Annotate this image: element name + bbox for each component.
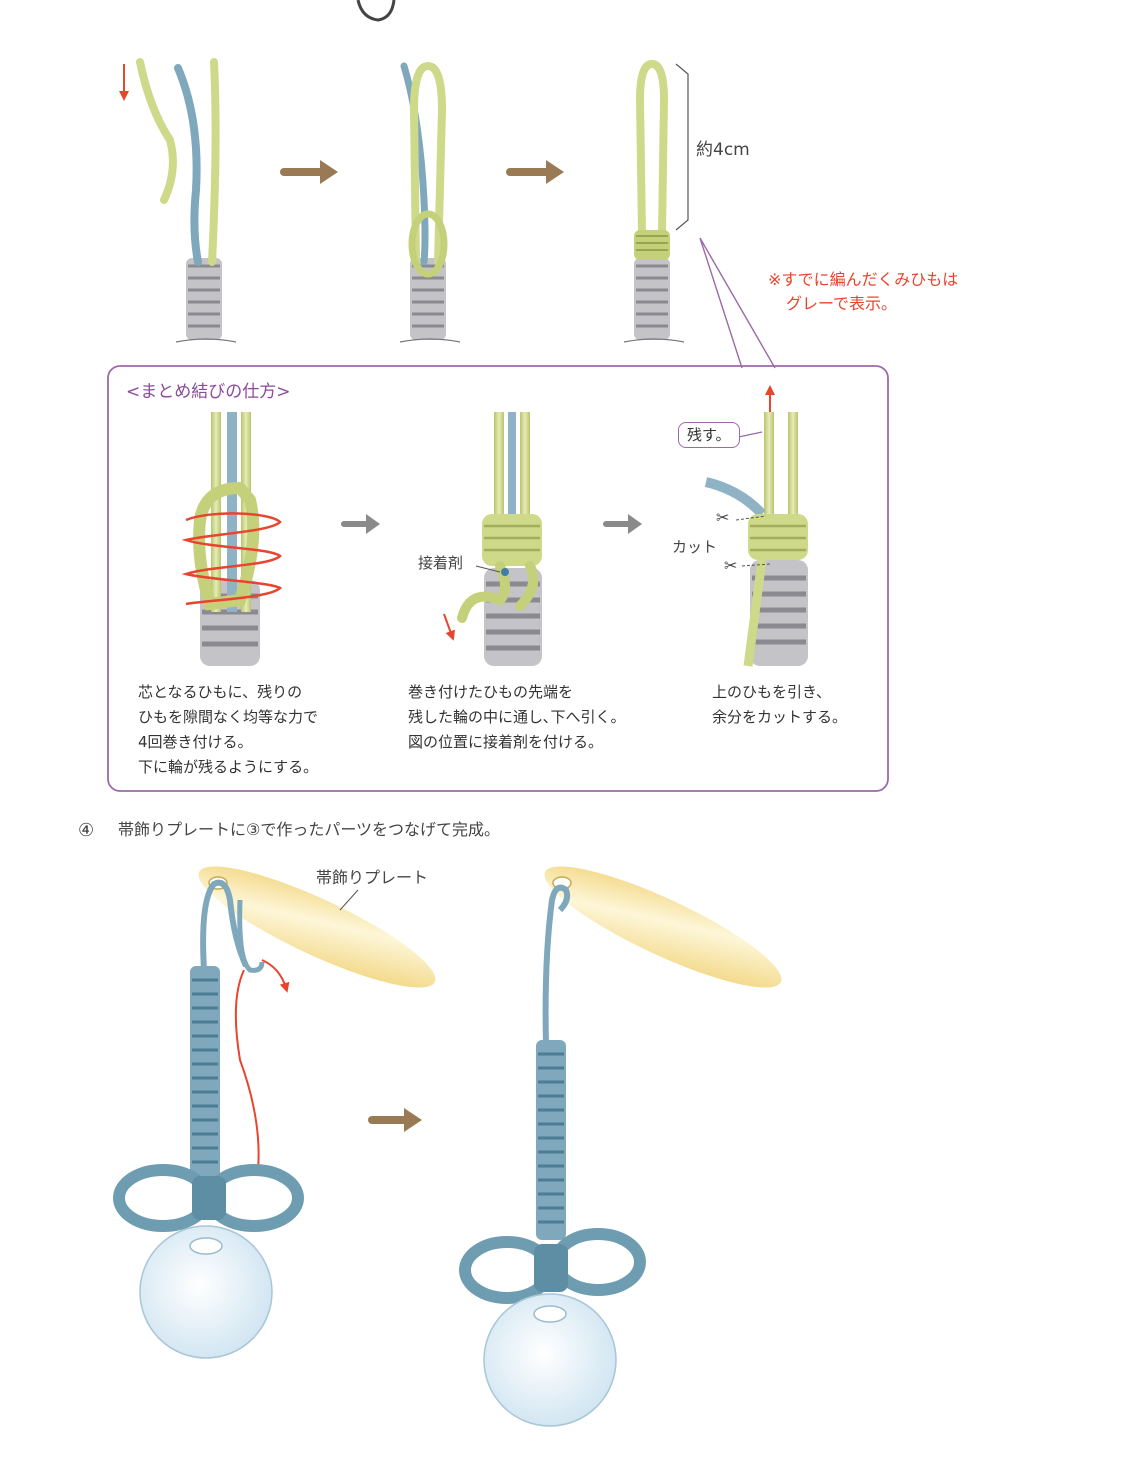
step4-before [119,847,447,1358]
inset-caption-b: 巻き付けたひもの先端を 残した輪の中に通し､下へ引く。 図の位置に接着剤を付ける… [408,680,626,755]
cord-green-1a [212,62,216,262]
caption-a-line-4: 下に輪が残るようにする。 [138,755,318,780]
glue-label: 接着剤 [418,556,463,571]
cord-blue-1 [178,68,198,262]
glue-dot [501,568,509,576]
length-bracket [676,64,688,230]
caption-b-line-2: 残した輪の中に通し､下へ引く。 [408,705,626,730]
plate-label: 帯飾りプレート [316,870,428,886]
arrow-gray-1 [344,514,380,534]
step4-instruction: 帯飾りプレートに③で作ったパーツをつなげて完成。 [118,822,500,838]
inset-caption-a: 芯となるひもに、残りの ひもを隙間なく均等な力で 4回巻き付ける。 下に輪が残る… [138,680,318,780]
caption-b-line-3: 図の位置に接着剤を付ける。 [408,730,626,755]
top-clasp-fragment [358,0,394,20]
inset-step-b [444,412,542,666]
cut-label: カット [672,540,717,555]
step4-after [465,847,793,1426]
caption-a-line-1: 芯となるひもに、残りの [138,680,318,705]
arrow-brown-1 [284,160,338,184]
caption-a-line-2: ひもを隙間なく均等な力で [138,705,318,730]
red-arrow-pull-down [444,614,452,636]
top-step-3 [624,64,775,368]
caption-a-line-3: 4回巻き付ける。 [138,730,318,755]
plate-label-leader [340,890,358,910]
wrap-knot-3 [634,230,670,260]
scissors-icon-top: ✂ [716,510,729,526]
caption-c-line-2: 余分をカットする。 [712,705,847,730]
red-thread [236,970,259,1170]
caption-c-line-1: 上のひもを引き、 [712,680,847,705]
cord-green-loop-3 [640,64,664,232]
arrow-brown-2 [510,160,564,184]
inset-title: <まとめ結びの仕方> [126,384,291,401]
zoom-callout-lines [700,238,775,368]
top-step-1 [124,62,236,342]
length-label: 約4cm [696,142,750,159]
top-step-2 [400,66,460,342]
gray-note-line-1: ※すでに編んだくみひもは [768,272,958,288]
cord-green-1b [140,62,173,200]
caption-b-line-1: 巻き付けたひもの先端を [408,680,626,705]
arrow-gray-2 [606,514,642,534]
step4-number: ④ [78,822,94,840]
gray-note-line-2: グレーで表示。 [786,296,897,312]
plate-after [533,847,792,1008]
red-arrow-through [262,960,286,988]
leave-tag: 残す。 [678,422,740,448]
inset-caption-c: 上のひもを引き、 余分をカットする。 [712,680,847,730]
scissors-icon-bottom: ✂ [724,558,737,574]
braid-gray-3 [624,258,684,342]
inset-step-a [186,412,280,666]
arrow-brown-3 [372,1108,422,1132]
braid-gray-1 [176,258,236,342]
